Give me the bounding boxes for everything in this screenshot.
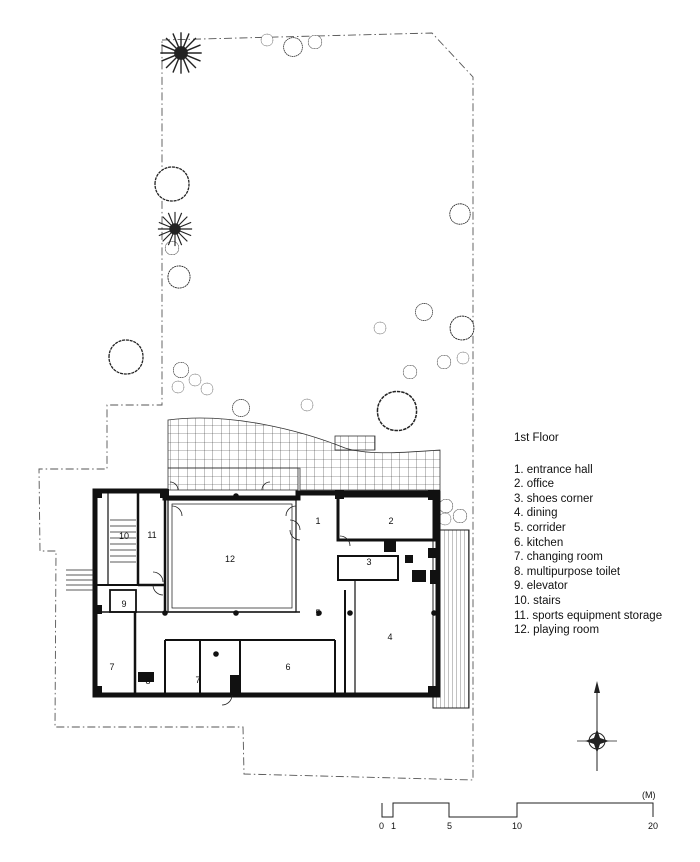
legend-item: 6. kitchen	[514, 536, 564, 549]
legend-item: 7. changing room	[514, 551, 603, 564]
legend-item: 11. sports equipment storage	[514, 609, 663, 622]
elevator-box	[109, 589, 137, 613]
room-label-10: 10	[119, 531, 129, 541]
shrub-icon	[157, 31, 203, 247]
door-swings	[152, 481, 351, 706]
room-label-6: 6	[285, 662, 290, 672]
room-label-12: 12	[225, 554, 235, 564]
structure-columns	[93, 489, 440, 696]
legend-item: 1. entrance hall	[514, 463, 593, 476]
room-label-2: 2	[388, 516, 393, 526]
room-label-8: 8	[145, 676, 150, 686]
north-arrow-icon	[577, 681, 617, 771]
legend-item: 8. multipurpose toilet	[514, 565, 621, 578]
room-label-9: 9	[121, 599, 126, 609]
legend-item: 9. elevator	[514, 580, 568, 593]
room-label-5: 5	[315, 608, 320, 618]
legend-item: 4. dining	[514, 507, 558, 520]
legend-item: 2. office	[514, 478, 555, 491]
stair-lines	[66, 519, 136, 591]
room-label-1: 1	[315, 516, 320, 526]
site-boundary	[38, 32, 474, 781]
room-label-4: 4	[387, 632, 392, 642]
legend-title: 1st Floor	[514, 432, 559, 444]
legend-item: 12. playing room	[514, 624, 600, 637]
room-label-3: 3	[366, 557, 371, 567]
legend-item: 10. stairs	[514, 594, 561, 607]
legend-item: 3. shoes corner	[514, 492, 594, 505]
scale-tick-label: 5	[447, 821, 453, 831]
legend-item: 5. corrider	[514, 521, 566, 534]
scale-tick-label: 20	[648, 821, 659, 831]
scale-tick-label: 10	[512, 821, 523, 831]
scale-unit: (M)	[642, 790, 656, 800]
legend: 1st Floor 1. entrance hall 2. office 3. …	[514, 431, 662, 638]
scale-bar	[381, 802, 654, 818]
room-label-7b: 7	[195, 675, 200, 685]
scale-tick-label: 1	[391, 821, 397, 831]
scale-tick-label: 0	[379, 821, 385, 831]
room-label-7a: 7	[109, 662, 114, 672]
room-label-11: 11	[147, 530, 156, 540]
building-walls	[92, 488, 441, 698]
